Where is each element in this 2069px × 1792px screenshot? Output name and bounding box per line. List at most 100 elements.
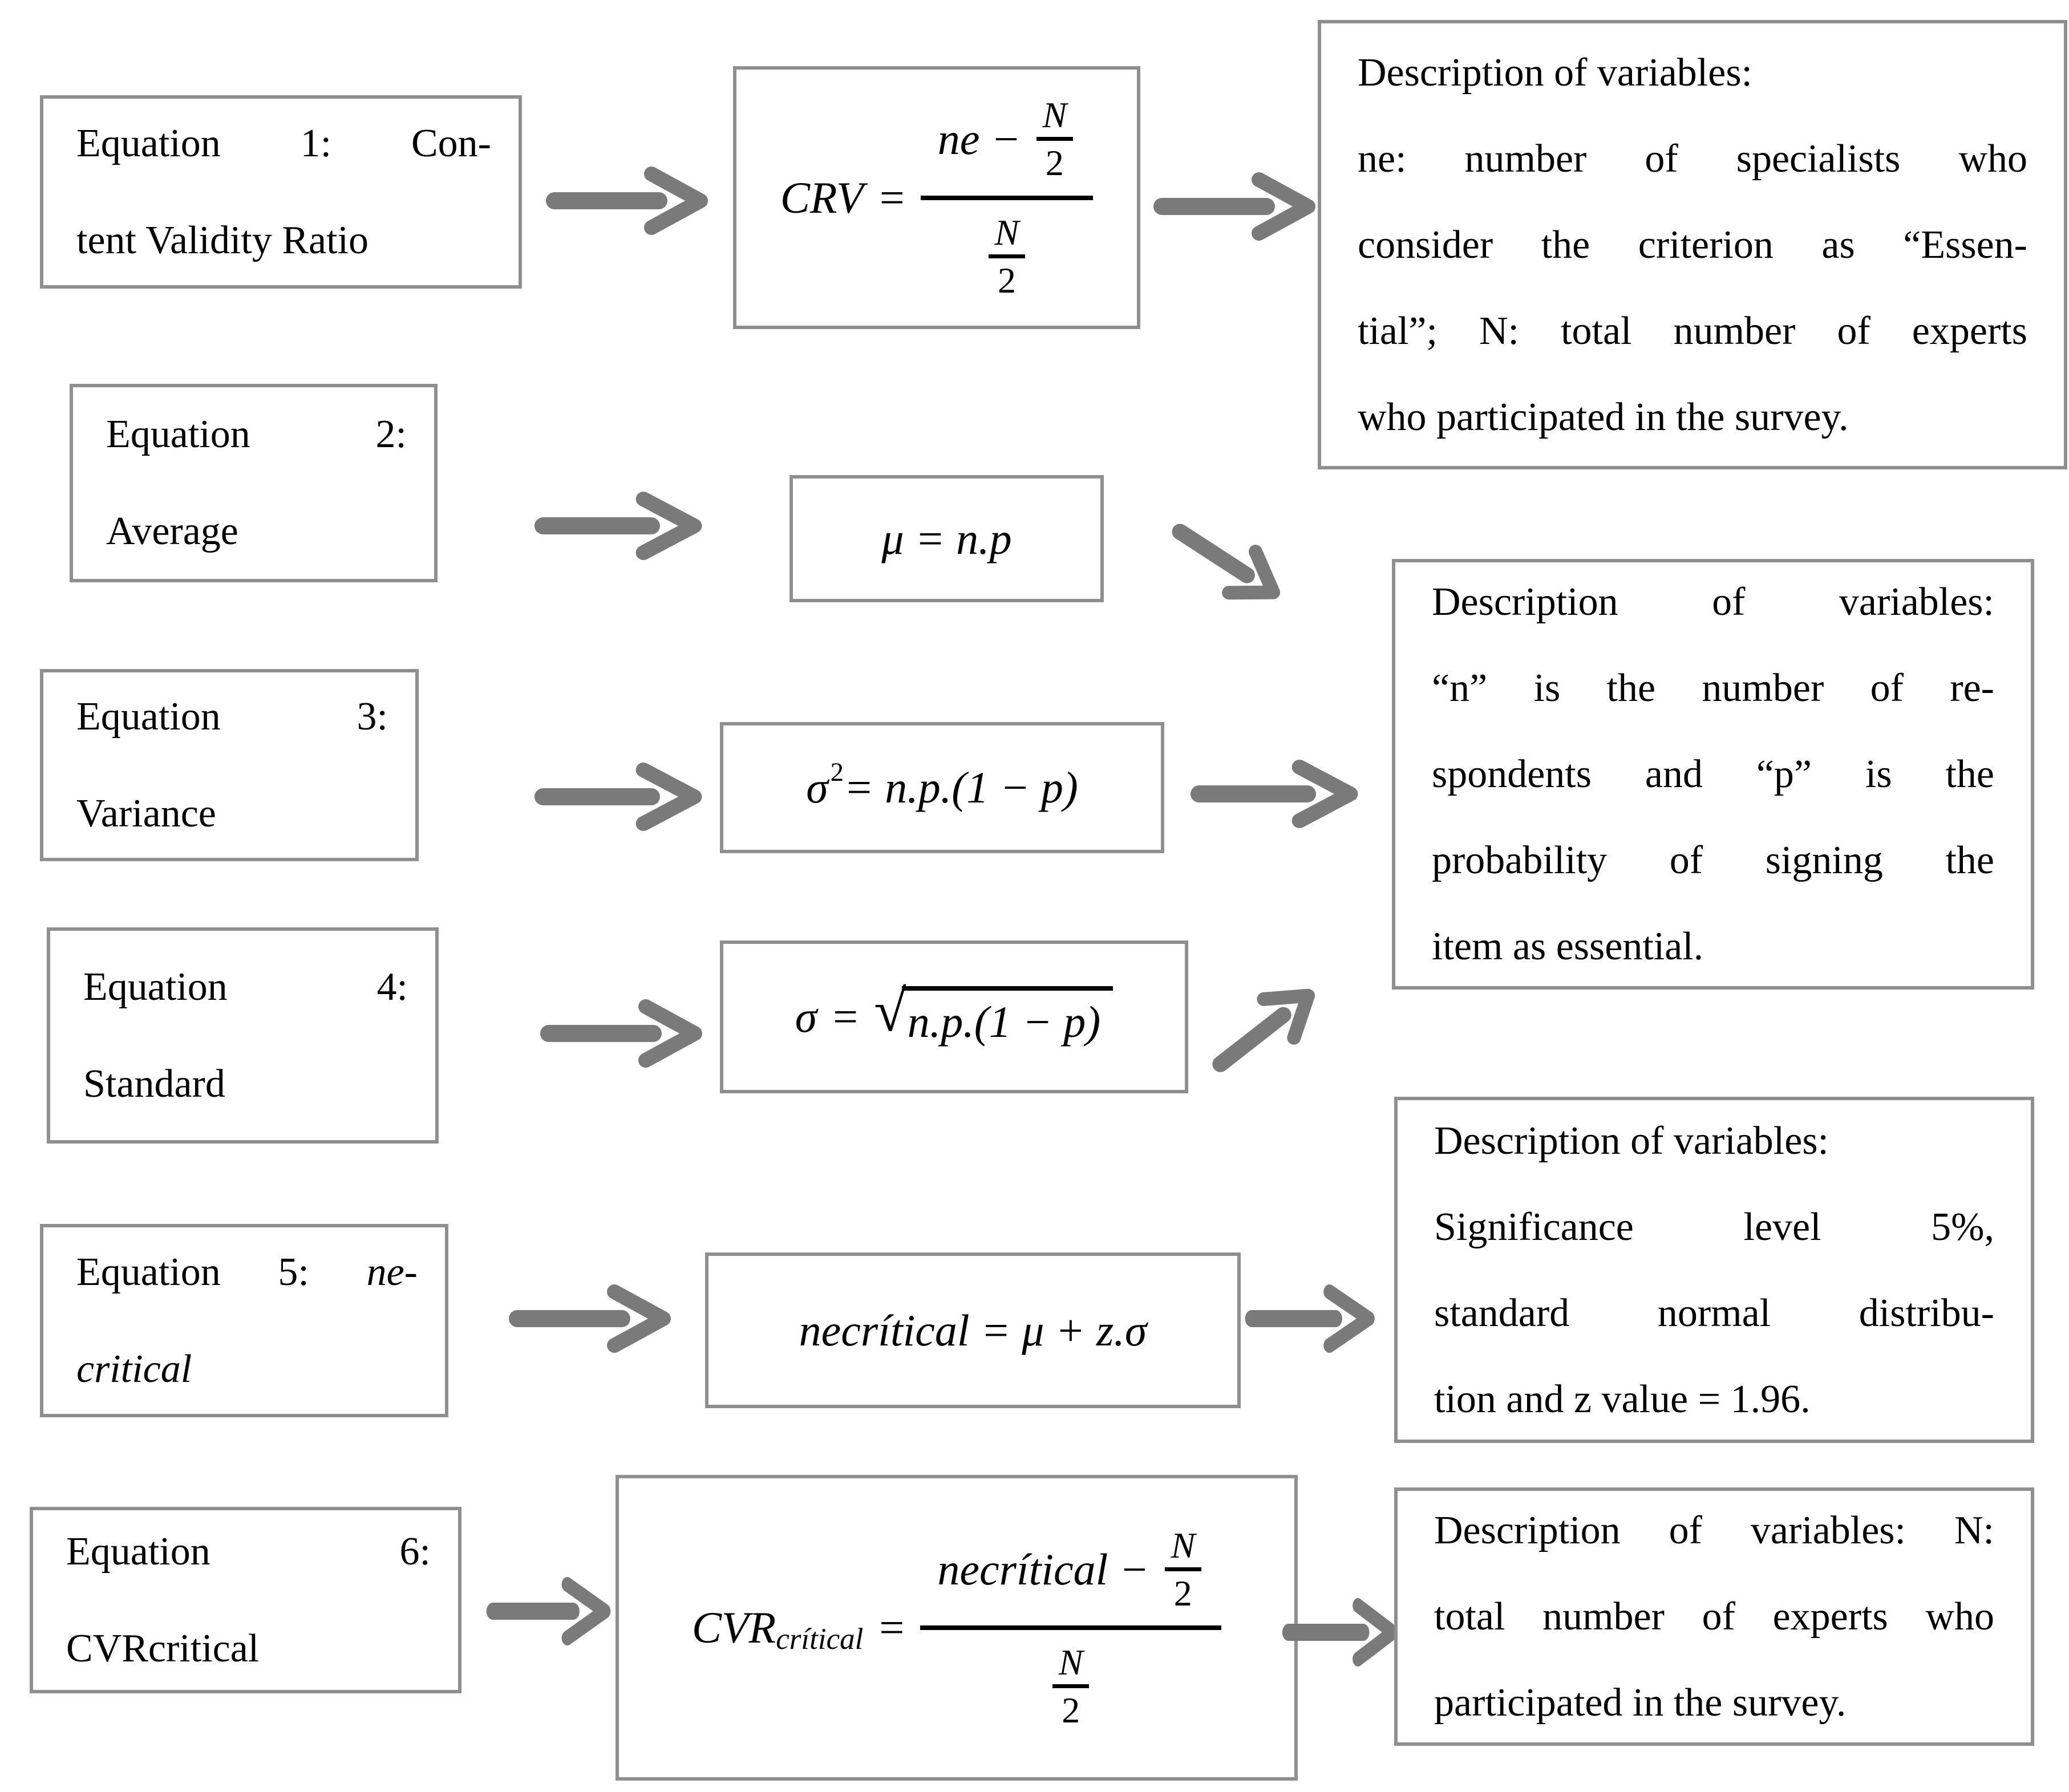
equation-label-line: Standard — [83, 1061, 225, 1106]
arrow-right-icon — [1153, 172, 1315, 241]
arrow-right-icon — [1245, 1284, 1375, 1353]
mini-numerator: N — [1058, 1642, 1083, 1682]
mini-fraction: N 2 — [1034, 95, 1076, 183]
fraction-numerator: necrítical − N 2 — [920, 1526, 1221, 1625]
formula-lhs: σ — [795, 992, 817, 1042]
arrow-right-icon — [1190, 760, 1358, 828]
equation-label-line: Equation 4: — [83, 964, 408, 1009]
arrow-right-icon — [509, 1284, 671, 1353]
description-line: probability of signing the — [1432, 838, 1994, 882]
description-line: Significance level 5%, — [1434, 1205, 1994, 1249]
equation2-label-box: Equation 2: Average — [70, 384, 438, 582]
mini-fraction: N 2 — [986, 212, 1029, 300]
fraction: ne − N 2 N 2 — [920, 95, 1094, 300]
description-line: participated in the survey. — [1434, 1681, 1847, 1725]
arrow-right-icon — [534, 492, 702, 560]
mini-denominator: 2 — [1052, 1684, 1090, 1730]
label-text-italic: ne- — [366, 1250, 418, 1294]
description-line: Description of variables: N: — [1434, 1509, 1994, 1552]
formula-box-standard-deviation: σ = √ n.p.(1 − p) — [720, 940, 1188, 1093]
description-line: spondents and “p” is the — [1432, 752, 1994, 796]
fraction-denominator: N 2 — [920, 195, 1094, 300]
formula-average: μ = n.p — [881, 513, 1011, 565]
description-line: standard normal distribu- — [1434, 1291, 1994, 1335]
fraction: necrítical − N 2 N 2 — [920, 1526, 1222, 1730]
description-line: “n” is the number of re- — [1432, 666, 1994, 710]
radical-sign: √ — [874, 979, 906, 1044]
description-line: ne: number of specialists who — [1358, 136, 2027, 181]
mini-denominator: 2 — [988, 254, 1025, 300]
label-text: Equation 5: — [76, 1250, 309, 1294]
formula-box-average: μ = n.p — [789, 475, 1104, 602]
mini-denominator: 2 — [1164, 1567, 1201, 1613]
equation-label-line: critical — [76, 1345, 418, 1393]
formula-text: μ = n.p — [881, 513, 1012, 563]
equation4-label-box: Equation 4: Standard — [47, 927, 439, 1144]
mini-numerator: N — [994, 212, 1019, 253]
numerator-term: ne − — [937, 114, 1021, 164]
arrow-right-icon — [546, 167, 708, 235]
equation-label-line: CVRcritical — [66, 1626, 260, 1671]
description-line: Description of variables: — [1358, 50, 1753, 95]
subscript: crítical — [776, 1622, 864, 1656]
formula-box-ne-critical: necrítical = μ + z.σ — [705, 1252, 1241, 1408]
formula-lhs: CRV — [780, 172, 864, 222]
description-line: total number of experts who — [1434, 1595, 1994, 1639]
arrow-right-icon — [1282, 1598, 1399, 1667]
arrow-up-right-icon — [1212, 988, 1315, 1072]
equals-sign: = — [833, 992, 859, 1042]
description-line: Description of variables: — [1432, 580, 1994, 624]
formula-crv: CRV = ne − N 2 N 2 — [780, 95, 1094, 300]
description-box-1: Description of variables: ne: number of … — [1318, 20, 2067, 469]
equation-label-line: Average — [106, 509, 238, 553]
description-line: who participated in the survey. — [1358, 395, 1849, 439]
radicand: n.p.(1 − p) — [901, 986, 1114, 1048]
mini-numerator: N — [1042, 95, 1067, 136]
label-text-italic: critical — [76, 1347, 192, 1391]
mini-denominator: 2 — [1036, 137, 1073, 183]
description-box-3: Description of variables: Significance l… — [1394, 1097, 2034, 1443]
description-line: tial”; N: total number of experts — [1358, 309, 2027, 353]
description-line: item as essential. — [1432, 925, 1704, 968]
arrow-down-right-icon — [1172, 524, 1281, 600]
description-box-2: Description of variables: “n” is the num… — [1392, 559, 2034, 990]
sigma-symbol: σ — [806, 763, 828, 813]
equals-sign: = — [879, 1603, 905, 1653]
description-line: tion and z value = 1.96. — [1434, 1377, 1811, 1421]
equation-label-line: Variance — [76, 791, 216, 836]
formula-text: = n.p.(1 − p) — [844, 763, 1078, 813]
square-root: √ n.p.(1 − p) — [874, 979, 1114, 1048]
superscript: 2 — [830, 757, 844, 788]
formula-ne-critical: necrítical = μ + z.σ — [799, 1305, 1147, 1356]
arrow-right-icon — [486, 1577, 611, 1645]
equation5-label-box: Equation 5: ne- critical — [40, 1224, 448, 1417]
equation-label-line: Equation 3: — [76, 694, 388, 739]
equation-label-line: Equation 6: — [66, 1529, 431, 1574]
equation1-label-box: Equation 1: Con- tent Validity Ratio — [40, 95, 522, 289]
numerator-term: necrítical − — [937, 1544, 1149, 1594]
mini-fraction: N 2 — [1161, 1526, 1204, 1613]
equation-label-line: Equation 5: ne- — [76, 1248, 418, 1296]
fraction-numerator: ne − N 2 — [921, 95, 1093, 195]
equation-label-line: Equation 1: Con- — [76, 121, 491, 165]
equals-sign: = — [879, 172, 905, 222]
equation3-label-box: Equation 3: Variance — [40, 669, 419, 861]
equation-label-line: tent Validity Ratio — [76, 218, 369, 262]
description-line: Description of variables: — [1434, 1118, 1829, 1163]
formula-box-crv: CRV = ne − N 2 N 2 — [733, 66, 1140, 329]
arrow-right-icon — [534, 763, 702, 831]
equation-label-line: Equation 2: — [106, 412, 407, 456]
description-box-4: Description of variables: N: total numbe… — [1394, 1487, 2034, 1746]
formula-standard-deviation: σ = √ n.p.(1 − p) — [795, 979, 1114, 1048]
formula-lhs: CVR — [691, 1603, 776, 1653]
mini-fraction: N 2 — [1050, 1643, 1092, 1730]
description-line: consider the criterion as “Essen- — [1358, 222, 2027, 267]
fraction-denominator: N 2 — [920, 1625, 1222, 1730]
equation6-label-box: Equation 6: CVRcritical — [30, 1507, 461, 1693]
arrow-right-icon — [540, 999, 702, 1068]
